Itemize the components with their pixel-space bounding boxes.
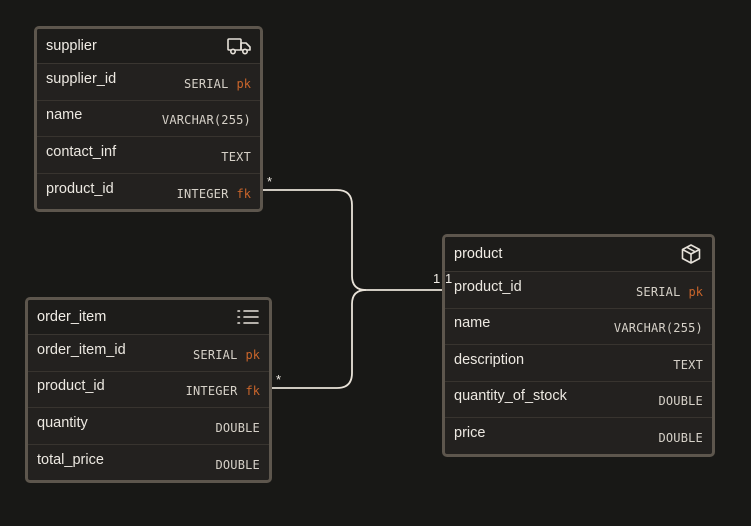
truck-icon bbox=[226, 34, 252, 58]
column-type: DOUBLE bbox=[215, 457, 260, 472]
order-item-row-order-item-id[interactable]: order_item_id SERIAL pk bbox=[28, 335, 269, 372]
list-icon bbox=[235, 305, 261, 329]
supplier-row-contact-inf[interactable]: contact_inf TEXT bbox=[37, 137, 260, 174]
column-type: TEXT bbox=[673, 357, 703, 372]
column-type: SERIAL bbox=[192, 347, 238, 362]
order-item-row-total-price[interactable]: total_price DOUBLE bbox=[28, 445, 269, 481]
column-name: product_id bbox=[46, 180, 114, 197]
foreign-key-badge: fk bbox=[245, 384, 260, 399]
column-type: SERIAL bbox=[183, 76, 229, 91]
product-row-product-id[interactable]: product_id SERIAL pk bbox=[445, 272, 712, 309]
supplier-table[interactable]: supplier supplier_id SERIAL pk name VARC… bbox=[34, 26, 263, 212]
column-type: INTEGER bbox=[185, 384, 238, 399]
column-name: contact_inf bbox=[46, 143, 117, 160]
column-name: order_item_id bbox=[37, 341, 126, 358]
supplier-table-header[interactable]: supplier bbox=[37, 29, 260, 64]
column-type: DOUBLE bbox=[658, 431, 703, 446]
order-item-table-header[interactable]: order_item bbox=[28, 300, 269, 335]
product-cardinality-one-a: 1 bbox=[433, 271, 441, 286]
column-type: DOUBLE bbox=[658, 394, 703, 409]
column-type: DOUBLE bbox=[215, 420, 260, 435]
order-item-product-connector bbox=[268, 289, 367, 389]
supplier-row-name[interactable]: name VARCHAR(255) bbox=[37, 101, 260, 137]
supplier-row-supplier-id[interactable]: supplier_id SERIAL pk bbox=[37, 64, 260, 101]
column-type: VARCHAR(255) bbox=[161, 113, 251, 128]
product-row-name[interactable]: name VARCHAR(255) bbox=[445, 309, 712, 345]
box-icon bbox=[678, 242, 704, 266]
order-item-row-quantity[interactable]: quantity DOUBLE bbox=[28, 408, 269, 445]
primary-key-badge: pk bbox=[236, 76, 251, 91]
product-row-price[interactable]: price DOUBLE bbox=[445, 418, 712, 454]
column-name: quantity_of_stock bbox=[454, 388, 567, 405]
column-name: total_price bbox=[37, 451, 104, 468]
supplier-cardinality-many: * bbox=[267, 174, 273, 189]
column-name: supplier_id bbox=[46, 70, 117, 87]
column-type: INTEGER bbox=[176, 186, 229, 201]
column-type: SERIAL bbox=[635, 284, 681, 299]
column-name: price bbox=[454, 425, 486, 442]
column-name: name bbox=[454, 315, 491, 332]
foreign-key-badge: fk bbox=[236, 186, 251, 201]
column-name: product_id bbox=[454, 278, 522, 295]
column-name: product_id bbox=[37, 378, 105, 395]
product-cardinality-one-b: 1 bbox=[445, 271, 453, 286]
supplier-row-product-id[interactable]: product_id INTEGER fk bbox=[37, 174, 260, 210]
order-item-table-title: order_item bbox=[37, 309, 107, 325]
order-item-row-product-id[interactable]: product_id INTEGER fk bbox=[28, 372, 269, 408]
supplier-product-connector bbox=[260, 189, 444, 291]
column-type: TEXT bbox=[221, 149, 251, 164]
supplier-table-title: supplier bbox=[46, 38, 97, 54]
product-table[interactable]: product product_id SERIAL pk name VARCHA… bbox=[442, 234, 715, 457]
order-item-cardinality-many: * bbox=[276, 372, 282, 387]
product-table-header[interactable]: product bbox=[445, 237, 712, 272]
product-row-quantity-of-stock[interactable]: quantity_of_stock DOUBLE bbox=[445, 382, 712, 418]
column-type: VARCHAR(255) bbox=[613, 321, 703, 336]
column-name: name bbox=[46, 107, 83, 124]
product-row-description[interactable]: description TEXT bbox=[445, 345, 712, 382]
column-name: quantity bbox=[37, 414, 88, 431]
primary-key-badge: pk bbox=[688, 284, 703, 299]
primary-key-badge: pk bbox=[245, 347, 260, 362]
order-item-table[interactable]: order_item order_item_id SERIAL pk produ bbox=[25, 297, 272, 483]
product-table-title: product bbox=[454, 246, 503, 262]
column-name: description bbox=[454, 351, 525, 368]
